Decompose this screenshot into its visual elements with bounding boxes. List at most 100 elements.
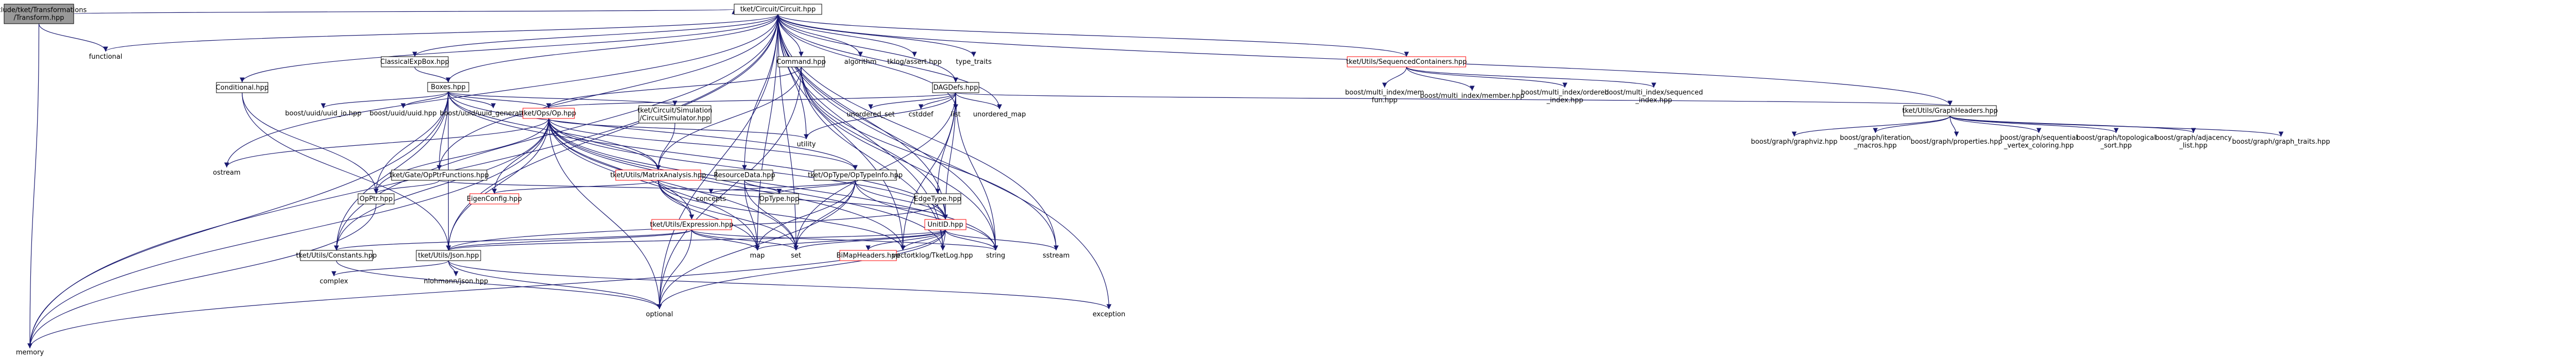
node-map: map: [750, 252, 765, 260]
node-tket-circuit-simulation-circuitsimulator-hpp[interactable]: tket/Circuit/Simulation/CircuitSimulator…: [637, 105, 713, 124]
node-boost-graph-properties-hpp: boost/graph/properties.hpp: [1910, 138, 2002, 146]
node-boost-graph-adjacency-list-hpp: boost/graph/adjacency_list.hpp: [2155, 134, 2232, 150]
edge-n47-to-n58: [336, 260, 662, 310]
edge-n39-to-n54: [855, 180, 998, 251]
node-box: [300, 250, 373, 261]
edge-n28-to-n53: [548, 118, 945, 251]
node-include-tket-transformations-transform-hpp[interactable]: include/tket/Transformations/Transform.h…: [0, 4, 87, 24]
node-label: OpPtr.hpp: [360, 195, 393, 203]
edge-n28-to-n34: [548, 118, 809, 140]
node-command-hpp[interactable]: Command.hpp: [776, 56, 826, 67]
node-unordered-map: unordered_map: [973, 111, 1026, 118]
node-resourcedata-hpp[interactable]: ResourceData.hpp: [714, 169, 775, 181]
node-tket-ops-op-hpp[interactable]: tket/Ops/Op.hpp: [521, 108, 577, 119]
node-tket-utils-sequencedcontainers-hpp[interactable]: tket/Utils/SequencedContainers.hpp: [1346, 56, 1467, 67]
node-conditional-hpp[interactable]: Conditional.hpp: [216, 82, 269, 93]
node-label: tklog/assert.hpp: [887, 58, 942, 66]
edge-n1-to-n12: [777, 14, 1409, 57]
node-box: [4, 4, 74, 24]
node-label: EdgeType.hpp: [914, 195, 961, 203]
node-algorithm: algorithm: [844, 58, 877, 66]
node-label: vector: [892, 252, 914, 260]
node-label: tket/Gate/OpPtrFunctions.hpp: [389, 172, 489, 179]
node-label: _macros.hpp: [1854, 142, 1897, 150]
node-tket-utils-constants-hpp[interactable]: tket/Utils/Constants.hpp: [296, 250, 377, 261]
edge-n6-to-n28: [448, 91, 551, 109]
node-tket-utils-matrixanalysis-hpp[interactable]: tket/Utils/MatrixAnalysis.hpp: [611, 169, 706, 181]
edge-n4-to-n40: [242, 92, 379, 194]
edge-n0-to-n1: [73, 9, 735, 15]
node-tket-utils-expression-hpp[interactable]: tket/Utils/Expression.hpp: [650, 219, 734, 230]
node-unitid-hpp[interactable]: UnitID.hpp: [924, 219, 967, 230]
node-dagdefs-hpp[interactable]: DAGDefs.hpp: [932, 82, 979, 93]
node-label: UnitID.hpp: [927, 221, 963, 229]
edge-n7-to-n55: [801, 66, 1059, 251]
node-box: [777, 56, 825, 67]
edge-n1-to-n48: [446, 14, 778, 251]
node-label: unordered_set: [846, 111, 894, 118]
node-tklog-assert-hpp: tklog/assert.hpp: [887, 58, 942, 66]
node-exception: exception: [1093, 311, 1126, 318]
node-box: [716, 169, 773, 181]
edge-n28-to-n52: [548, 118, 906, 251]
node-boost-uuid-uuid-io-hpp: boost/uuid/uuid_io.hpp: [285, 110, 361, 117]
node-label: boost/graph/iteration: [1840, 134, 1911, 142]
edge-n28-to-n44: [548, 118, 694, 220]
edge-n37-to-n46: [657, 180, 948, 220]
node-label: _list.hpp: [2179, 142, 2207, 150]
edge-n1-to-n33: [777, 14, 1002, 110]
edge-n12-to-n13: [1382, 66, 1407, 88]
node-label: tket/Utils/MatrixAnalysis.hpp: [611, 172, 706, 179]
edge-n29-to-n37: [655, 123, 675, 171]
node-boost-multi-index-member-hpp: boost/multi_index/member.hpp: [1420, 92, 1524, 100]
node-box: [924, 219, 967, 230]
node-label: unordered_map: [973, 111, 1026, 118]
edge-n1-to-n10: [777, 14, 976, 57]
edge-n45-to-n46: [937, 203, 948, 220]
edge-n11-to-n34: [804, 92, 956, 140]
node-opptr-hpp[interactable]: OpPtr.hpp: [358, 193, 395, 205]
node-label: _index.hpp: [1546, 97, 1583, 105]
node-ostream: ostream: [213, 169, 241, 177]
node-tket-utils-graphheaders-hpp[interactable]: tket/Utils/GraphHeaders.hpp: [1902, 105, 1998, 116]
node-tket-gate-opptrfunctions-hpp[interactable]: tket/Gate/OpPtrFunctions.hpp: [389, 169, 489, 181]
node-tket-utils-json-hpp[interactable]: tket/Utils/Json.hpp: [416, 250, 481, 261]
node-optional: optional: [646, 311, 673, 318]
node-box: [651, 219, 732, 230]
edge-n36-to-n42: [438, 180, 782, 194]
node-box: [427, 82, 469, 92]
node-label: _sort.hpp: [2100, 142, 2132, 150]
edge-n1-to-n35: [224, 14, 778, 168]
edge-n39-to-n43: [708, 180, 856, 194]
edge-n11-to-n52: [900, 92, 956, 251]
node-functional: functional: [89, 53, 123, 61]
edge-n46-to-n50: [866, 229, 946, 251]
node-bimapheaders-hpp[interactable]: BiMapHeaders.hpp: [837, 250, 900, 261]
node-label: type_traits: [956, 58, 992, 66]
edge-n1-to-n49: [755, 14, 778, 251]
node-boxes-hpp[interactable]: Boxes.hpp: [427, 82, 469, 92]
node-set: set: [791, 252, 801, 260]
edge-n17-to-n19: [1873, 115, 1951, 133]
node-label: boost/graph/graphviz.hpp: [1751, 138, 1838, 146]
node-label: ResourceData.hpp: [714, 172, 775, 179]
node-tket-optype-optypeinfo-hpp[interactable]: tket/OpType/OpTypeInfo.hpp: [808, 169, 903, 181]
node-label: tket/Circuit/Simulation: [637, 107, 712, 115]
node-eigenconfig-hpp[interactable]: EigenConfig.hpp: [467, 193, 522, 205]
node-sstream: sstream: [1043, 252, 1070, 260]
node-optype-hpp[interactable]: OpType.hpp: [759, 193, 799, 205]
node-edgetype-hpp[interactable]: EdgeType.hpp: [914, 193, 961, 205]
node-classicalexpbox-hpp[interactable]: ClassicalExpBox.hpp: [380, 56, 449, 67]
node-tket-circuit-circuit-hpp[interactable]: tket/Circuit/Circuit.hpp: [734, 4, 822, 15]
node-label: memory: [16, 349, 44, 356]
edge-n1-to-n54: [777, 14, 998, 251]
node-label: tket/OpType/OpTypeInfo.hpp: [808, 172, 903, 179]
node-label: Conditional.hpp: [216, 84, 269, 92]
node-box: [391, 169, 487, 181]
node-unordered-set: unordered_set: [846, 111, 894, 118]
node-label: boost/multi_index/sequenced: [1605, 89, 1703, 97]
node-nlohmann-json-hpp: nlohmann/json.hpp: [424, 278, 488, 285]
node-label: tket/Ops/Op.hpp: [521, 110, 577, 117]
